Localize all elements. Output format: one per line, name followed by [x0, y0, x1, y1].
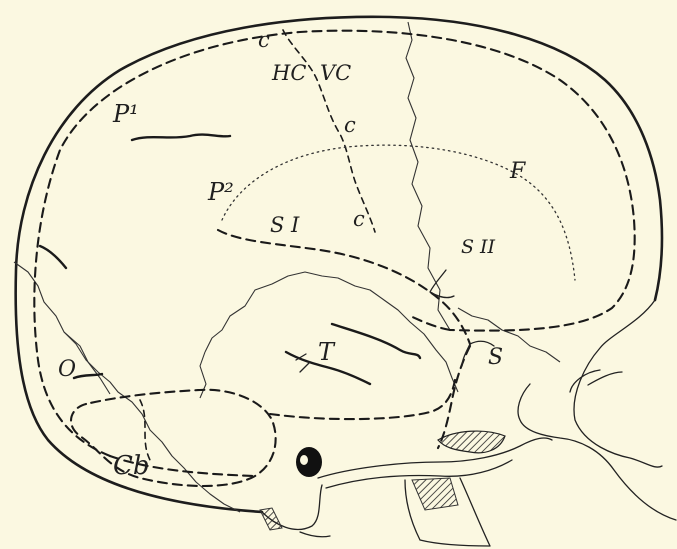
label-c-low: c [353, 207, 365, 231]
label-s2: S II [461, 236, 496, 258]
label-p1: P¹ [112, 100, 139, 128]
label-p2: P² [207, 178, 234, 206]
o-sulcus [74, 374, 102, 378]
cerebellum-outline [71, 390, 276, 486]
label-cb: Cb [113, 451, 150, 481]
label-s1: S I [270, 213, 300, 237]
label-f: F [509, 159, 526, 184]
temporal-lobe-base [270, 380, 455, 419]
skull-outline [16, 17, 662, 512]
ear-canal-highlight [300, 455, 308, 465]
occipital-sulcus-small [40, 246, 66, 268]
label-s: S [488, 345, 503, 370]
label-c-top: c [258, 28, 270, 52]
ascending-ramus [430, 270, 454, 298]
label-o: O [58, 357, 76, 382]
hatched-condyle [412, 478, 458, 510]
label-hc: HC [271, 61, 306, 85]
p1-gyral-line [132, 135, 230, 140]
coronal-suture [406, 22, 450, 330]
hatched-sphenoid [438, 431, 505, 453]
hatched-mastoid-tip [260, 508, 282, 530]
styloid-process [300, 532, 330, 537]
label-vc: VC [320, 61, 351, 85]
label-t: T [318, 338, 336, 366]
squamous-suture-lower [200, 352, 206, 398]
face-contour [574, 300, 662, 467]
brain-frontal-base [410, 316, 450, 330]
brain-outline [34, 31, 634, 456]
ear-canal [296, 447, 322, 477]
t-sulcus-upper [332, 324, 420, 358]
zygomatic-arch [318, 438, 552, 478]
maxilla-contour [518, 384, 676, 520]
sphenoparietal-suture [458, 308, 560, 362]
squamous-suture [205, 272, 458, 392]
label-c-mid: c [344, 113, 356, 137]
